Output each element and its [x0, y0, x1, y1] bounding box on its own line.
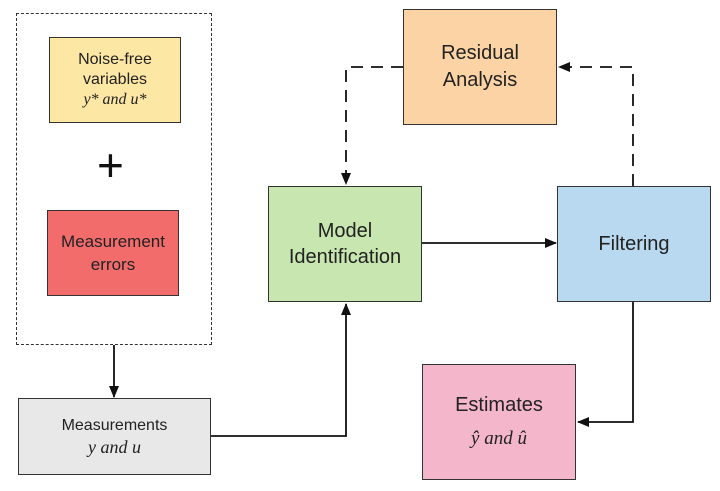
measurements-label: Measurements [61, 417, 168, 434]
arrow-measurements-to-model [211, 303, 351, 437]
residual-label-line1: Residual [441, 42, 519, 64]
measurements-math: y and u [88, 437, 141, 457]
filtering-box: Filtering [557, 186, 711, 302]
noise-free-label-line1: Noise-free [78, 51, 152, 68]
noise-free-math: y* and u* [83, 91, 147, 108]
plus-sign: + [97, 139, 124, 191]
estimates-label: Estimates [455, 394, 543, 416]
arrow-filtering-to-estimates [577, 302, 634, 427]
measurement-errors-box: Measurement errors [47, 210, 179, 296]
noise-free-variables-box: Noise-free variables y* and u* [49, 37, 181, 123]
noise-free-label-line2: variables [82, 71, 148, 88]
measurements-box: Measurements y and u [18, 398, 211, 475]
residual-label-line2: Analysis [442, 69, 518, 91]
residual-analysis-box: Residual Analysis [403, 9, 557, 125]
errors-label-line1: Measurement [61, 232, 165, 251]
estimates-math: ŷ and û [471, 428, 527, 449]
arrow-filtering-to-residual [558, 62, 634, 186]
model-label-line1: Model [317, 220, 373, 242]
estimates-box: Estimates ŷ and û [422, 364, 576, 480]
errors-label-line2: errors [90, 255, 136, 274]
model-identification-box: Model Identification [268, 186, 422, 302]
filtering-label: Filtering [598, 233, 670, 255]
model-label-line2: Identification [288, 246, 402, 268]
arrow-residual-to-model [341, 66, 403, 185]
measurement-composition-group [16, 13, 212, 345]
